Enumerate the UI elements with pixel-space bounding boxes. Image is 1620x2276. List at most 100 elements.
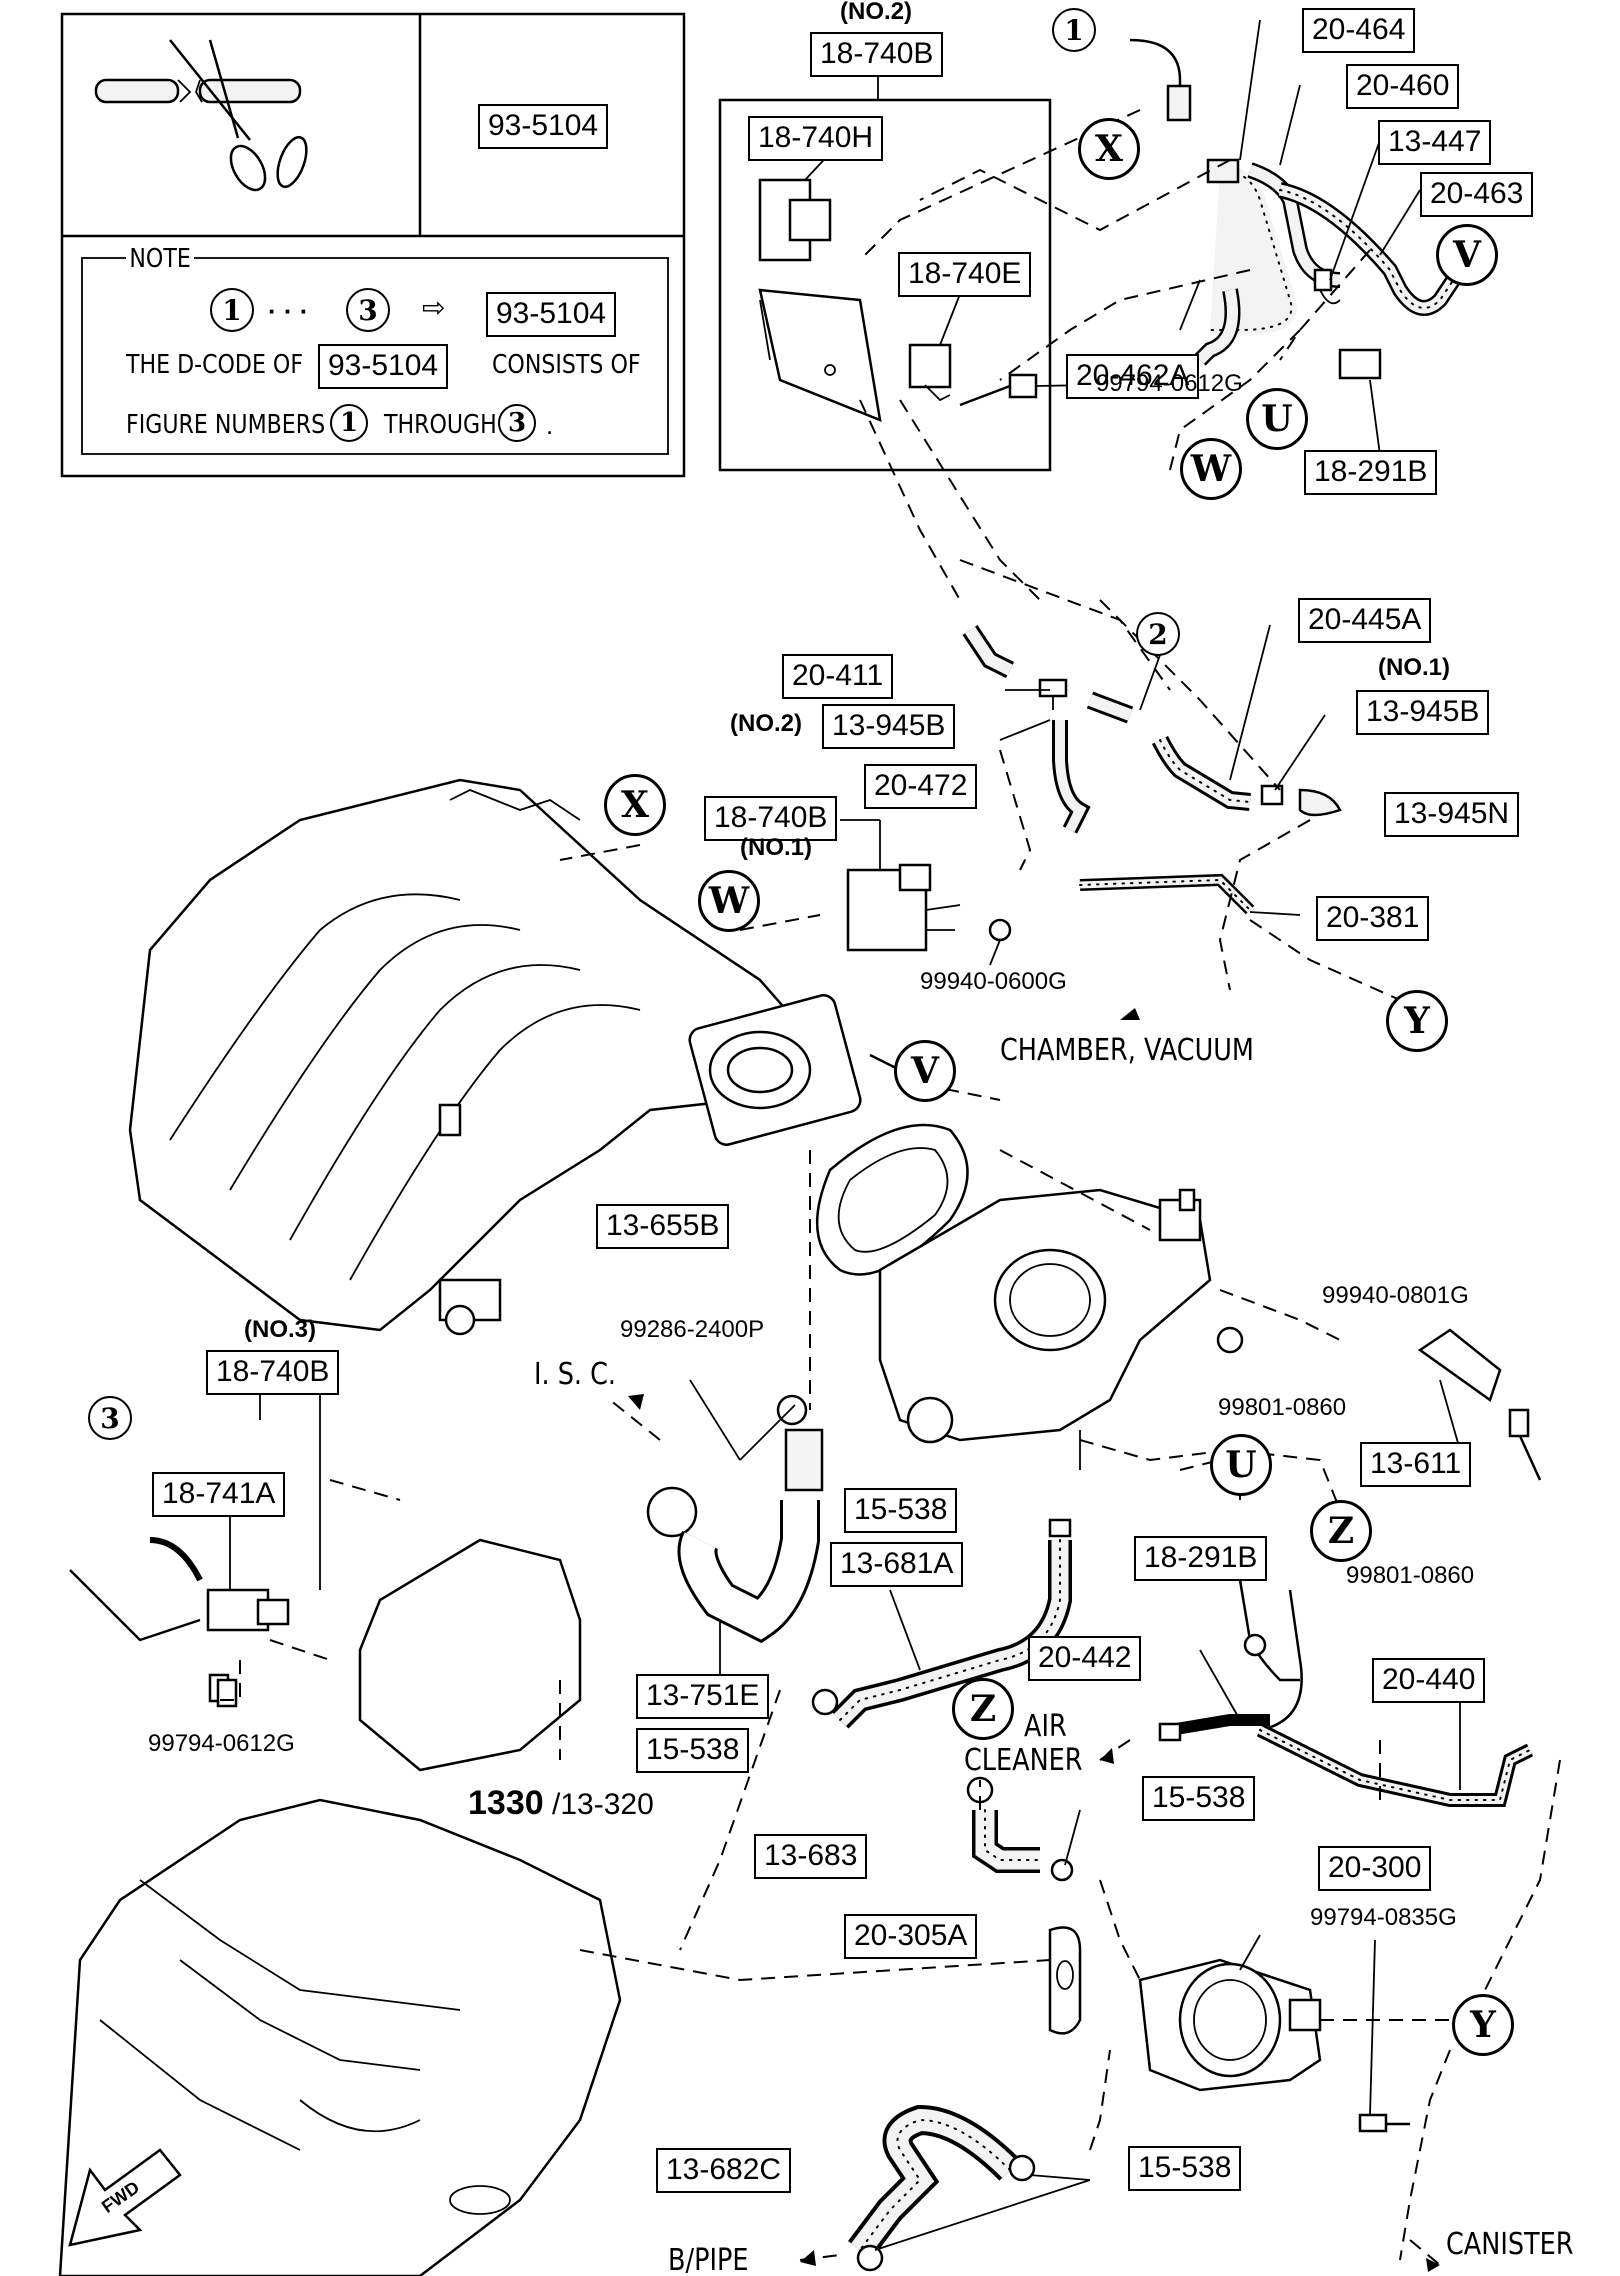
label-13-945B-no1: 13-945B — [1356, 690, 1490, 735]
marker-x-top: X — [1078, 118, 1140, 180]
marker-z-mid: Z — [1310, 1500, 1372, 1562]
dashed-connection-lines — [220, 109, 1561, 2266]
engine-block-shape — [58, 1538, 622, 2276]
label-13-682C: 13-682C — [656, 2148, 792, 2193]
label-13-945B-no2: 13-945B — [822, 704, 956, 749]
label-20-305A: 20-305A — [844, 1914, 978, 1959]
egr-valve-shape — [1048, 1926, 1410, 2133]
label-no1-left: (NO.1) — [740, 834, 812, 861]
label-20-442: 20-442 — [1028, 1636, 1142, 1681]
inset-frame — [60, 12, 686, 478]
note-line3-marker-3: 3 — [498, 404, 536, 442]
label-18-740B-no3: 18-740B — [206, 1350, 340, 1395]
label-20-445A: 20-445A — [1298, 598, 1432, 643]
label-1330: 1330 — [468, 1784, 544, 1822]
bolt-shape-top — [959, 373, 1091, 407]
label-18-740E: 18-740E — [898, 252, 1032, 297]
note-line3-marker-1: 1 — [330, 404, 368, 442]
marker-2: 2 — [1136, 612, 1180, 656]
direction-arrows — [628, 1008, 1440, 2272]
vacuum-hose-group-middle — [962, 624, 1342, 834]
label-20-440: 20-440 — [1372, 1658, 1486, 1703]
marker-w-top: W — [1180, 438, 1242, 500]
label-99940-0801G: 99940-0801G — [1322, 1282, 1469, 1309]
note-line2-suffix: CONSISTS OF — [492, 350, 641, 380]
label-99940-0600G: 99940-0600G — [920, 968, 1067, 995]
label-13-683: 13-683 — [754, 1834, 868, 1879]
marker-y-mid: Y — [1386, 990, 1448, 1052]
label-no2-mid: (NO.2) — [730, 710, 802, 737]
isc-hose-group — [646, 1379, 824, 1680]
label-b-pipe: B/PIPE — [668, 2243, 749, 2276]
marker-v-mid: V — [894, 1040, 956, 1102]
label-20-300: 20-300 — [1318, 1846, 1432, 1891]
label-13-655B: 13-655B — [596, 1204, 730, 1249]
solenoid-valve-e-shape — [908, 293, 961, 402]
label-18-741A: 18-741A — [152, 1472, 286, 1517]
label-18-740H: 18-740H — [748, 116, 884, 161]
label-18-291B-mid: 18-291B — [1134, 1536, 1268, 1581]
label-99286-2400P: 99286-2400P — [620, 1316, 765, 1343]
label-20-464: 20-464 — [1302, 8, 1416, 53]
marker-y-low: Y — [1452, 1994, 1514, 2056]
marker-z-low: Z — [952, 1678, 1014, 1740]
label-18-740B-no1: 18-740B — [704, 796, 838, 841]
label-air-cleaner-1: AIR — [1024, 1709, 1067, 1744]
note-dots: · · · — [268, 296, 309, 326]
label-99801-0860-b: 99801-0860 — [1346, 1562, 1475, 1589]
label-20-460: 20-460 — [1346, 64, 1460, 109]
marker-v-top: V — [1436, 224, 1498, 286]
intake-manifold-shape — [128, 778, 901, 1336]
label-no2-top: (NO.2) — [840, 0, 912, 25]
solenoid-detail-frame — [718, 98, 1052, 472]
label-20-462A: 20-462A — [1066, 354, 1200, 399]
label-18-740B-top: 18-740B — [810, 32, 944, 77]
note-title: NOTE — [126, 246, 195, 272]
label-canister: CANISTER — [1446, 2227, 1574, 2262]
label-no1-right: (NO.1) — [1378, 654, 1450, 681]
gasket-shape — [815, 1123, 969, 1276]
note-code-93-5104: 93-5104 — [486, 292, 617, 337]
label-chamber-vacuum: CHAMBER, VACUUM — [1000, 1033, 1254, 1068]
note-line2-prefix: THE D-CODE OF — [126, 350, 304, 380]
vacuum-hose-group-top — [1129, 19, 1468, 456]
note-line3-prefix: FIGURE NUMBERS — [126, 410, 326, 440]
label-15-538-a: 15-538 — [844, 1488, 958, 1533]
label-13-447: 13-447 — [1378, 120, 1492, 165]
note-line2-code: 93-5104 — [318, 344, 449, 389]
note-line3-period: . — [546, 410, 554, 440]
solenoid-valve-no3-shape — [69, 1380, 321, 1703]
label-13-945N: 13-945N — [1384, 792, 1520, 837]
note-marker-1: 1 — [210, 288, 254, 332]
marker-3: 3 — [88, 1396, 132, 1440]
label-99794-0835G: 99794-0835G — [1310, 1904, 1457, 1931]
note-line3-through: THROUGH — [384, 410, 497, 440]
inset-code-93-5104: 93-5104 — [478, 104, 609, 149]
note-arrow-icon: ⇨ — [422, 292, 446, 323]
label-20-381: 20-381 — [1316, 896, 1430, 941]
label-99801-0860-a: 99801-0860 — [1218, 1394, 1347, 1421]
throttle-body-shape — [878, 1188, 1212, 1470]
solenoid-valve-no2-shape — [758, 133, 882, 422]
label-isc: I. S. C. — [534, 1357, 617, 1392]
label-99794-0612G-left: 99794-0612G — [148, 1730, 295, 1757]
solenoid-valve-no1-shape — [840, 819, 1301, 966]
bolt-shape-left — [216, 1678, 238, 1708]
note-marker-3: 3 — [346, 288, 390, 332]
label-13-320: /13-320 — [552, 1788, 654, 1821]
label-15-538-d: 15-538 — [1128, 2146, 1242, 2191]
label-13-751E: 13-751E — [636, 1674, 770, 1719]
lower-vacuum-pipes — [1158, 1579, 1534, 1807]
label-99794-0612G-top: 99794-0612G — [1096, 370, 1243, 397]
label-13-681A: 13-681A — [830, 1542, 964, 1587]
marker-u-mid: U — [1210, 1434, 1272, 1496]
hose-and-scissors-icon — [94, 39, 308, 192]
label-13-611: 13-611 — [1360, 1442, 1472, 1487]
forward-arrow-shape — [68, 2148, 182, 2247]
label-18-291B-top: 18-291B — [1304, 450, 1438, 495]
label-20-411: 20-411 — [782, 654, 894, 699]
bracket-13-611-shape — [1216, 1326, 1542, 1481]
label-15-538-b: 15-538 — [636, 1728, 750, 1773]
